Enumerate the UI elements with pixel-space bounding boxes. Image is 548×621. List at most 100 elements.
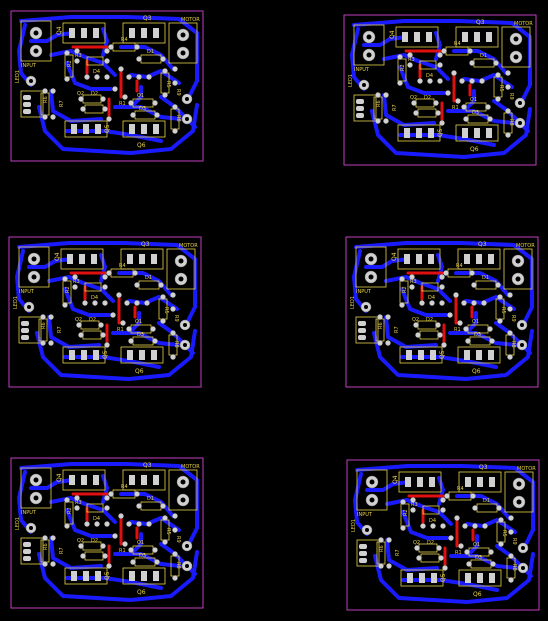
silk-label-q6: Q6	[137, 589, 146, 596]
silk-label-r1: R1	[119, 548, 126, 554]
silk-label-input: INPUT	[19, 289, 35, 295]
silk-label-r8: R8	[175, 562, 181, 569]
board-3-labels: MOTORINPUTLED1Q3Q4Q5Q6Q1Q2D1D2D3D4R1R2R3…	[13, 241, 198, 375]
silk-label-r6: R6	[379, 545, 385, 552]
silk-label-r6: R6	[43, 543, 49, 550]
silk-label-d4: D4	[428, 295, 435, 301]
silkscreen-labels: MOTORINPUTLED1Q3Q4Q5Q6Q1Q2D1D2D3D4R1R2R3…	[13, 15, 536, 598]
silk-label-input: INPUT	[354, 67, 370, 73]
silk-label-q1: Q1	[472, 319, 479, 325]
silk-label-r7: R7	[59, 547, 65, 554]
silk-label-r5: R5	[498, 85, 504, 92]
silk-label-r2: R2	[65, 286, 71, 293]
silk-label-input: INPUT	[21, 63, 37, 69]
silk-label-d2: D2	[424, 95, 431, 101]
silk-label-led: LED1	[15, 517, 21, 530]
silk-label-motor: MOTOR	[181, 17, 200, 23]
silk-label-r4: R4	[121, 484, 128, 490]
silk-label-r7: R7	[394, 326, 400, 333]
silk-label-q6: Q6	[472, 368, 481, 375]
silk-label-q4: Q4	[389, 30, 396, 39]
silk-label-q6: Q6	[470, 146, 479, 153]
silk-label-q5: Q5	[102, 350, 109, 359]
silk-label-d1: D1	[482, 275, 489, 281]
silk-label-q1: Q1	[135, 319, 142, 325]
silk-label-r1: R1	[452, 105, 459, 111]
silk-label-q4: Q4	[56, 26, 63, 35]
silk-label-q5: Q5	[437, 128, 444, 137]
silk-label-q3: Q3	[478, 241, 487, 248]
silk-label-r8: R8	[173, 341, 179, 348]
silk-label-d3: D3	[139, 106, 146, 112]
silk-label-d3: D3	[137, 332, 144, 338]
silk-label-r9: R9	[175, 536, 181, 543]
silk-label-motor: MOTOR	[181, 464, 200, 470]
silk-label-d4: D4	[91, 295, 98, 301]
silk-label-q5: Q5	[439, 350, 446, 359]
silk-label-q2: Q2	[75, 317, 82, 323]
silk-label-r5: R5	[165, 81, 171, 88]
silk-label-d4: D4	[93, 69, 100, 75]
silk-label-led: LED1	[348, 74, 354, 87]
silk-label-r4: R4	[456, 263, 463, 269]
silk-label-motor: MOTOR	[514, 21, 533, 27]
silk-label-r2: R2	[67, 60, 73, 67]
silk-label-motor: MOTOR	[516, 243, 535, 249]
silk-label-q6: Q6	[137, 142, 146, 149]
silk-label-led: LED1	[350, 296, 356, 309]
silk-label-d1: D1	[147, 496, 154, 502]
silk-label-q5: Q5	[440, 573, 447, 582]
silk-label-q1: Q1	[470, 97, 477, 103]
silk-label-r8: R8	[511, 564, 517, 571]
silk-label-q2: Q2	[410, 95, 417, 101]
board-5-labels: MOTORINPUTLED1Q3Q4Q5Q6Q1Q2D1D2D3D4R1R2R3…	[15, 462, 200, 596]
silk-label-d2: D2	[89, 317, 96, 323]
silk-label-d1: D1	[147, 49, 154, 55]
silk-label-d2: D2	[91, 538, 98, 544]
silk-label-r9: R9	[510, 315, 516, 322]
silk-label-r9: R9	[508, 93, 514, 100]
silk-label-q2: Q2	[77, 538, 84, 544]
silk-label-d1: D1	[483, 498, 490, 504]
silk-label-r9: R9	[511, 538, 517, 545]
silk-label-d1: D1	[145, 275, 152, 281]
silk-label-r2: R2	[67, 507, 73, 514]
silk-label-r5: R5	[165, 528, 171, 535]
silk-label-q1: Q1	[137, 93, 144, 99]
silk-label-r6: R6	[376, 100, 382, 107]
silk-label-r6: R6	[378, 322, 384, 329]
silk-label-led: LED1	[15, 70, 21, 83]
silk-label-r7: R7	[59, 100, 65, 107]
silk-label-r6: R6	[43, 96, 49, 103]
silk-label-d2: D2	[426, 317, 433, 323]
silk-label-r7: R7	[395, 549, 401, 556]
silk-label-d4: D4	[426, 73, 433, 79]
silk-label-r6: R6	[41, 322, 47, 329]
silk-label-d3: D3	[472, 110, 479, 116]
silk-label-r4: R4	[457, 486, 464, 492]
silk-label-q4: Q4	[54, 252, 61, 261]
silk-label-q3: Q3	[143, 462, 152, 469]
silk-label-d3: D3	[475, 555, 482, 561]
silk-label-q4: Q4	[391, 252, 398, 261]
silk-label-q3: Q3	[143, 15, 152, 22]
board-2-labels: MOTORINPUTLED1Q3Q4Q5Q6Q1Q2D1D2D3D4R1R2R3…	[348, 19, 533, 153]
silk-label-d2: D2	[427, 540, 434, 546]
silk-label-r8: R8	[175, 115, 181, 122]
silk-label-r9: R9	[175, 89, 181, 96]
silk-label-q4: Q4	[56, 473, 63, 482]
silk-label-r5: R5	[500, 307, 506, 314]
silk-label-q2: Q2	[413, 540, 420, 546]
silk-label-r7: R7	[57, 326, 63, 333]
silk-label-input: INPUT	[356, 289, 372, 295]
silk-label-motor: MOTOR	[179, 243, 198, 249]
silk-label-q5: Q5	[104, 571, 111, 580]
silk-label-led: LED1	[13, 296, 19, 309]
silk-label-q4: Q4	[392, 475, 399, 484]
silk-label-r9: R9	[173, 315, 179, 322]
silk-label-r3: R3	[411, 502, 418, 508]
silk-label-r8: R8	[510, 341, 516, 348]
board-4-labels: MOTORINPUTLED1Q3Q4Q5Q6Q1Q2D1D2D3D4R1R2R3…	[350, 241, 535, 375]
silk-label-input: INPUT	[21, 510, 37, 516]
